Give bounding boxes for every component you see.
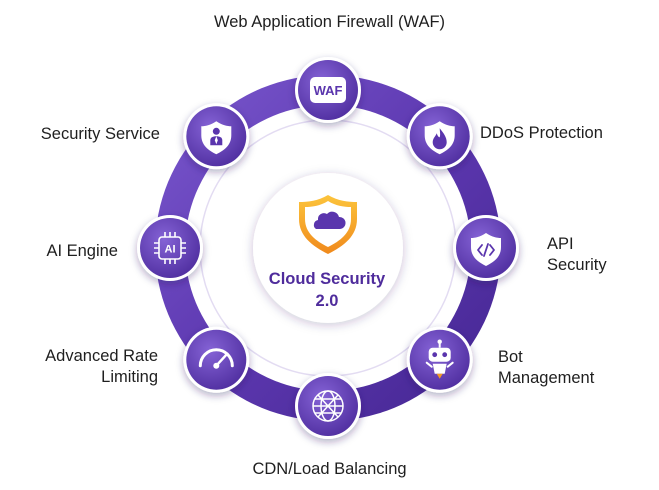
node-cdn — [295, 373, 361, 439]
speedometer-icon — [198, 348, 234, 369]
node-ai: AI — [137, 215, 203, 281]
label-cdn: CDN/Load Balancing — [0, 459, 659, 480]
ai-chip-text: AI — [165, 244, 176, 256]
node-rate-circle — [186, 329, 247, 390]
code-shield-icon — [471, 233, 501, 266]
label-ddos-line-1: DDoS Protection — [480, 124, 603, 142]
label-rate-line-1: Advanced Rate — [45, 347, 158, 365]
label-waf-line-1: Web Application Firewall (WAF) — [213, 13, 446, 31]
globe-network-icon — [312, 390, 344, 422]
label-ai: AI Engine — [10, 241, 118, 262]
node-ai-circle — [140, 218, 200, 278]
node-waf: WAF — [295, 57, 361, 123]
cloud-shield-icon — [299, 195, 357, 254]
robot-icon — [425, 339, 454, 379]
center-title: Cloud Security 2.0 — [252, 268, 402, 312]
label-bot-line-1: Bot — [498, 348, 523, 366]
ai-chip-icon: AI — [154, 232, 186, 264]
center-title-line-2: 2.0 — [315, 292, 339, 310]
label-rate-line-2: Limiting — [101, 368, 158, 386]
waf-badge-text: WAF — [314, 83, 343, 98]
node-bot — [406, 326, 473, 393]
label-ai-line-1: AI Engine — [46, 242, 118, 260]
node-api — [453, 215, 519, 281]
label-security: Security Service — [10, 124, 160, 145]
label-waf: Web Application Firewall (WAF) — [0, 12, 659, 33]
node-ddos — [406, 103, 473, 170]
center-title-line-1: Cloud Security — [268, 270, 386, 288]
label-api: API Security — [547, 234, 607, 276]
label-rate: Advanced Rate Limiting — [10, 346, 158, 388]
node-rate — [183, 326, 250, 393]
waf-badge-icon: WAF — [310, 77, 346, 103]
label-bot-line-2: Management — [498, 369, 595, 387]
label-bot: Bot Management — [498, 347, 594, 389]
label-api-line-1: API — [547, 235, 574, 253]
label-security-line-1: Security Service — [40, 125, 160, 143]
agent-shield-icon — [201, 121, 232, 155]
label-cdn-line-1: CDN/Load Balancing — [252, 460, 407, 478]
flame-shield-icon — [424, 121, 455, 155]
label-api-line-2: Security — [547, 256, 607, 274]
label-ddos: DDoS Protection — [480, 123, 603, 144]
node-security — [183, 103, 250, 170]
